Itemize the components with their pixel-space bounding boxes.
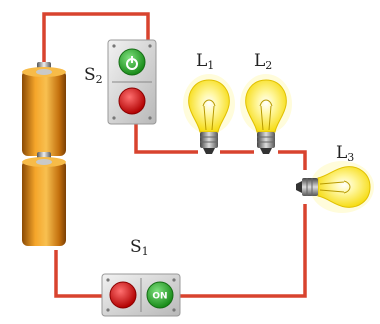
s1-red-button[interactable] (109, 281, 137, 309)
wire-s1-to-battery-bottom (54, 250, 102, 298)
wire-l3-to-s1 (180, 204, 307, 298)
switch-s2[interactable] (107, 39, 157, 125)
label-l2: L2 (254, 51, 272, 72)
label-l3: L3 (336, 143, 354, 164)
bulb-l3 (296, 161, 374, 213)
s1-on-button[interactable]: ON (146, 281, 174, 309)
switch-s1[interactable]: ON (101, 273, 181, 317)
on-label: ON (152, 292, 167, 302)
wires (42, 12, 307, 298)
bulb-l1 (183, 74, 235, 154)
battery-stack (22, 62, 66, 246)
wire-l2-to-l3 (278, 150, 307, 170)
s2-green-button[interactable] (118, 48, 146, 76)
battery-bottom (22, 152, 66, 246)
label-l1: L1 (196, 51, 214, 72)
wire-battery-top-to-s2 (42, 12, 150, 72)
bulb-l2 (240, 74, 292, 154)
wire-s2-to-l1 (134, 124, 198, 154)
s2-red-button[interactable] (118, 87, 146, 115)
power-icon (126, 56, 138, 70)
battery-top (22, 62, 66, 156)
label-s2: S2 (84, 65, 103, 86)
label-s1: S1 (130, 237, 149, 258)
